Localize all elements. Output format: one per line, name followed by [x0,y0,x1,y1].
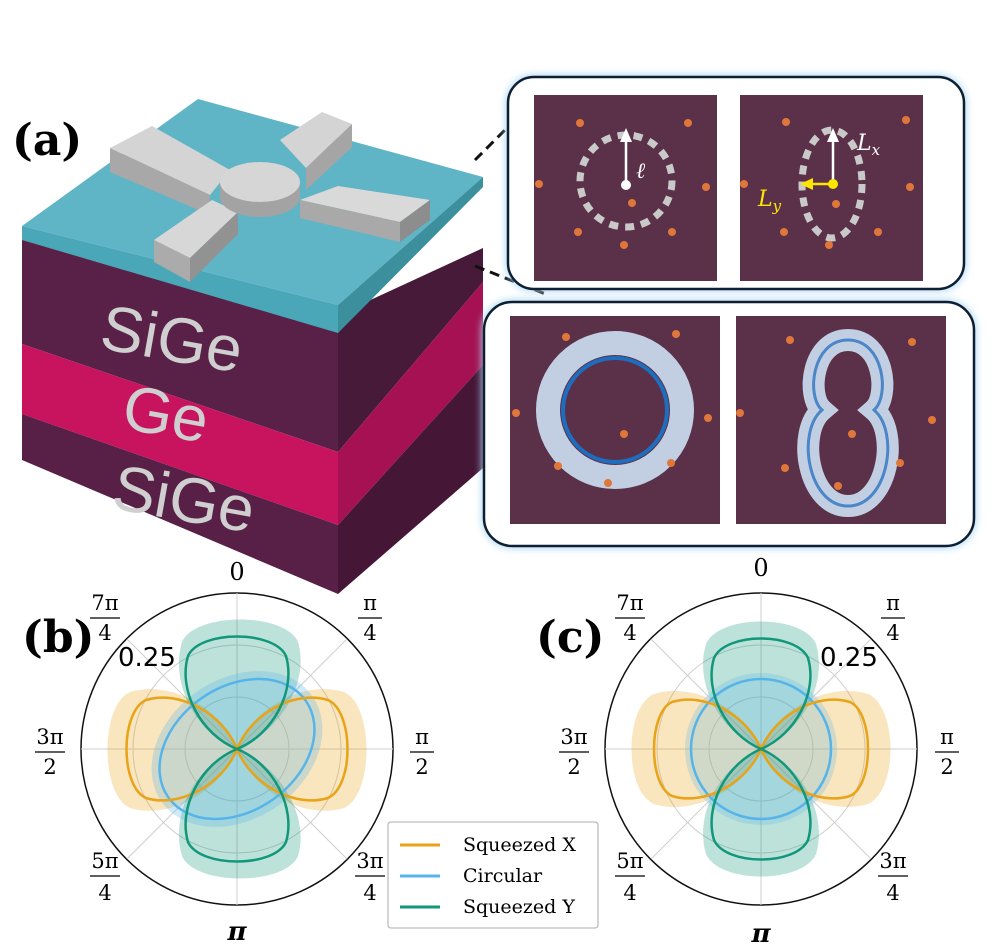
angle-ne-b: π 4 [358,591,382,645]
svg-text:4: 4 [363,621,376,645]
legend-item-squeezed-x: Squeezed X [400,834,576,856]
inset-circular-wavefunction [510,316,720,524]
angle-sw-b: 5π 4 [90,849,120,905]
gate-center-disc [220,162,300,202]
connector-line-upper [473,123,512,162]
svg-text:7π: 7π [616,591,643,615]
front-sige-bottom [22,414,338,594]
side-ge [338,282,483,525]
svg-text:3π: 3π [560,725,587,749]
angle-right-c: π 2 [935,725,959,779]
gate-front-right [300,186,430,222]
svg-text:4: 4 [363,881,376,905]
legend-label-circular: Circular [463,865,543,887]
heterostructure-block: SiGe Ge SiGe [22,99,483,594]
svg-text:5π: 5π [616,849,643,873]
legend-item-squeezed-y: Squeezed Y [400,896,575,918]
inset-squeezed-wavefunction [736,316,946,524]
angle-se-c: 3π 4 [878,849,908,905]
panel-label-c: (c) [536,612,604,663]
side-sige-bottom [338,365,483,594]
svg-text:π: π [415,725,429,749]
legend-box [387,821,599,929]
gate-front-left [154,200,238,258]
angle-labels-b: 0 π π 4 7π 4 π 2 3π 2 3π 4 5π [35,558,434,947]
angle-se-b: 3π 4 [355,849,385,905]
polar-plot-c [604,592,918,906]
svg-text:π: π [363,591,377,615]
panel-label-b: (b) [22,612,94,663]
inset-label-ell: ℓ [636,159,646,184]
angle-pi-b: π [226,917,247,947]
angle-nw-b: 7π 4 [90,591,120,645]
svg-text:5π: 5π [91,849,118,873]
curve-squeezed-y-b [184,635,290,863]
svg-text:2: 2 [567,755,580,779]
angle-right-b: π 2 [410,725,434,779]
angle-sw-c: 5π 4 [615,849,645,905]
halo-squeezed-x-b [107,689,367,811]
panel-label-a: (a) [12,115,82,166]
svg-text:4: 4 [98,881,111,905]
inset-circular-potential: ℓ [534,95,717,281]
svg-text:4: 4 [623,621,636,645]
angle-nw-c: 7π 4 [615,591,645,645]
inset-potential-box: ℓ Lx Ly [506,75,966,291]
angle-left-c: 3π 2 [559,725,589,779]
radial-tick-b: 0.25 [118,643,176,673]
gate-electrodes [110,112,430,282]
halo-squeezed-y-b [178,619,301,879]
svg-text:2: 2 [940,755,953,779]
polar-plot-b [80,592,394,906]
angle-labels-c: 0 π π 4 7π 4 π 2 3π 2 3π 4 5π [559,554,959,949]
svg-text:4: 4 [623,881,636,905]
svg-text:3π: 3π [879,849,906,873]
inset-label-lx: Lx [856,131,881,159]
svg-text:2: 2 [415,755,428,779]
radial-tick-c: 0.25 [820,643,878,673]
gate-back-left [110,126,230,195]
svg-text:4: 4 [886,881,899,905]
svg-text:4: 4 [886,621,899,645]
cap-front-edge [22,226,338,333]
legend: Squeezed X Circular Squeezed Y [387,821,599,929]
curve-circular-c [689,677,833,821]
cap-side-edge [338,177,483,333]
front-ge [22,344,338,525]
svg-text:3π: 3π [356,849,383,873]
svg-text:π: π [886,591,900,615]
layer-label-ge: Ge [118,371,215,457]
angle-0-c: 0 [753,554,768,582]
legend-label-squeezed-y: Squeezed Y [463,896,575,918]
svg-text:3π: 3π [36,725,63,749]
side-sige-top [338,248,483,452]
curve-squeezed-y-c [710,637,812,861]
svg-text:2: 2 [43,755,56,779]
inset-wavefunction-box [482,300,976,548]
angle-0-b: 0 [229,558,244,586]
angle-left-b: 3π 2 [35,725,65,779]
angle-pi-c: π [750,919,771,949]
front-sige-top [22,234,338,452]
svg-text:π: π [940,725,954,749]
angle-ne-c: π 4 [881,591,905,645]
inset-label-ly: Ly [757,187,782,215]
curve-circular-b [158,677,316,821]
svg-text:7π: 7π [91,591,118,615]
gate-back-right [280,112,352,168]
legend-item-circular: Circular [400,865,543,887]
svg-text:4: 4 [98,621,111,645]
inset-squeezed-potential: Lx Ly [740,95,923,281]
legend-label-squeezed-x: Squeezed X [463,834,576,856]
